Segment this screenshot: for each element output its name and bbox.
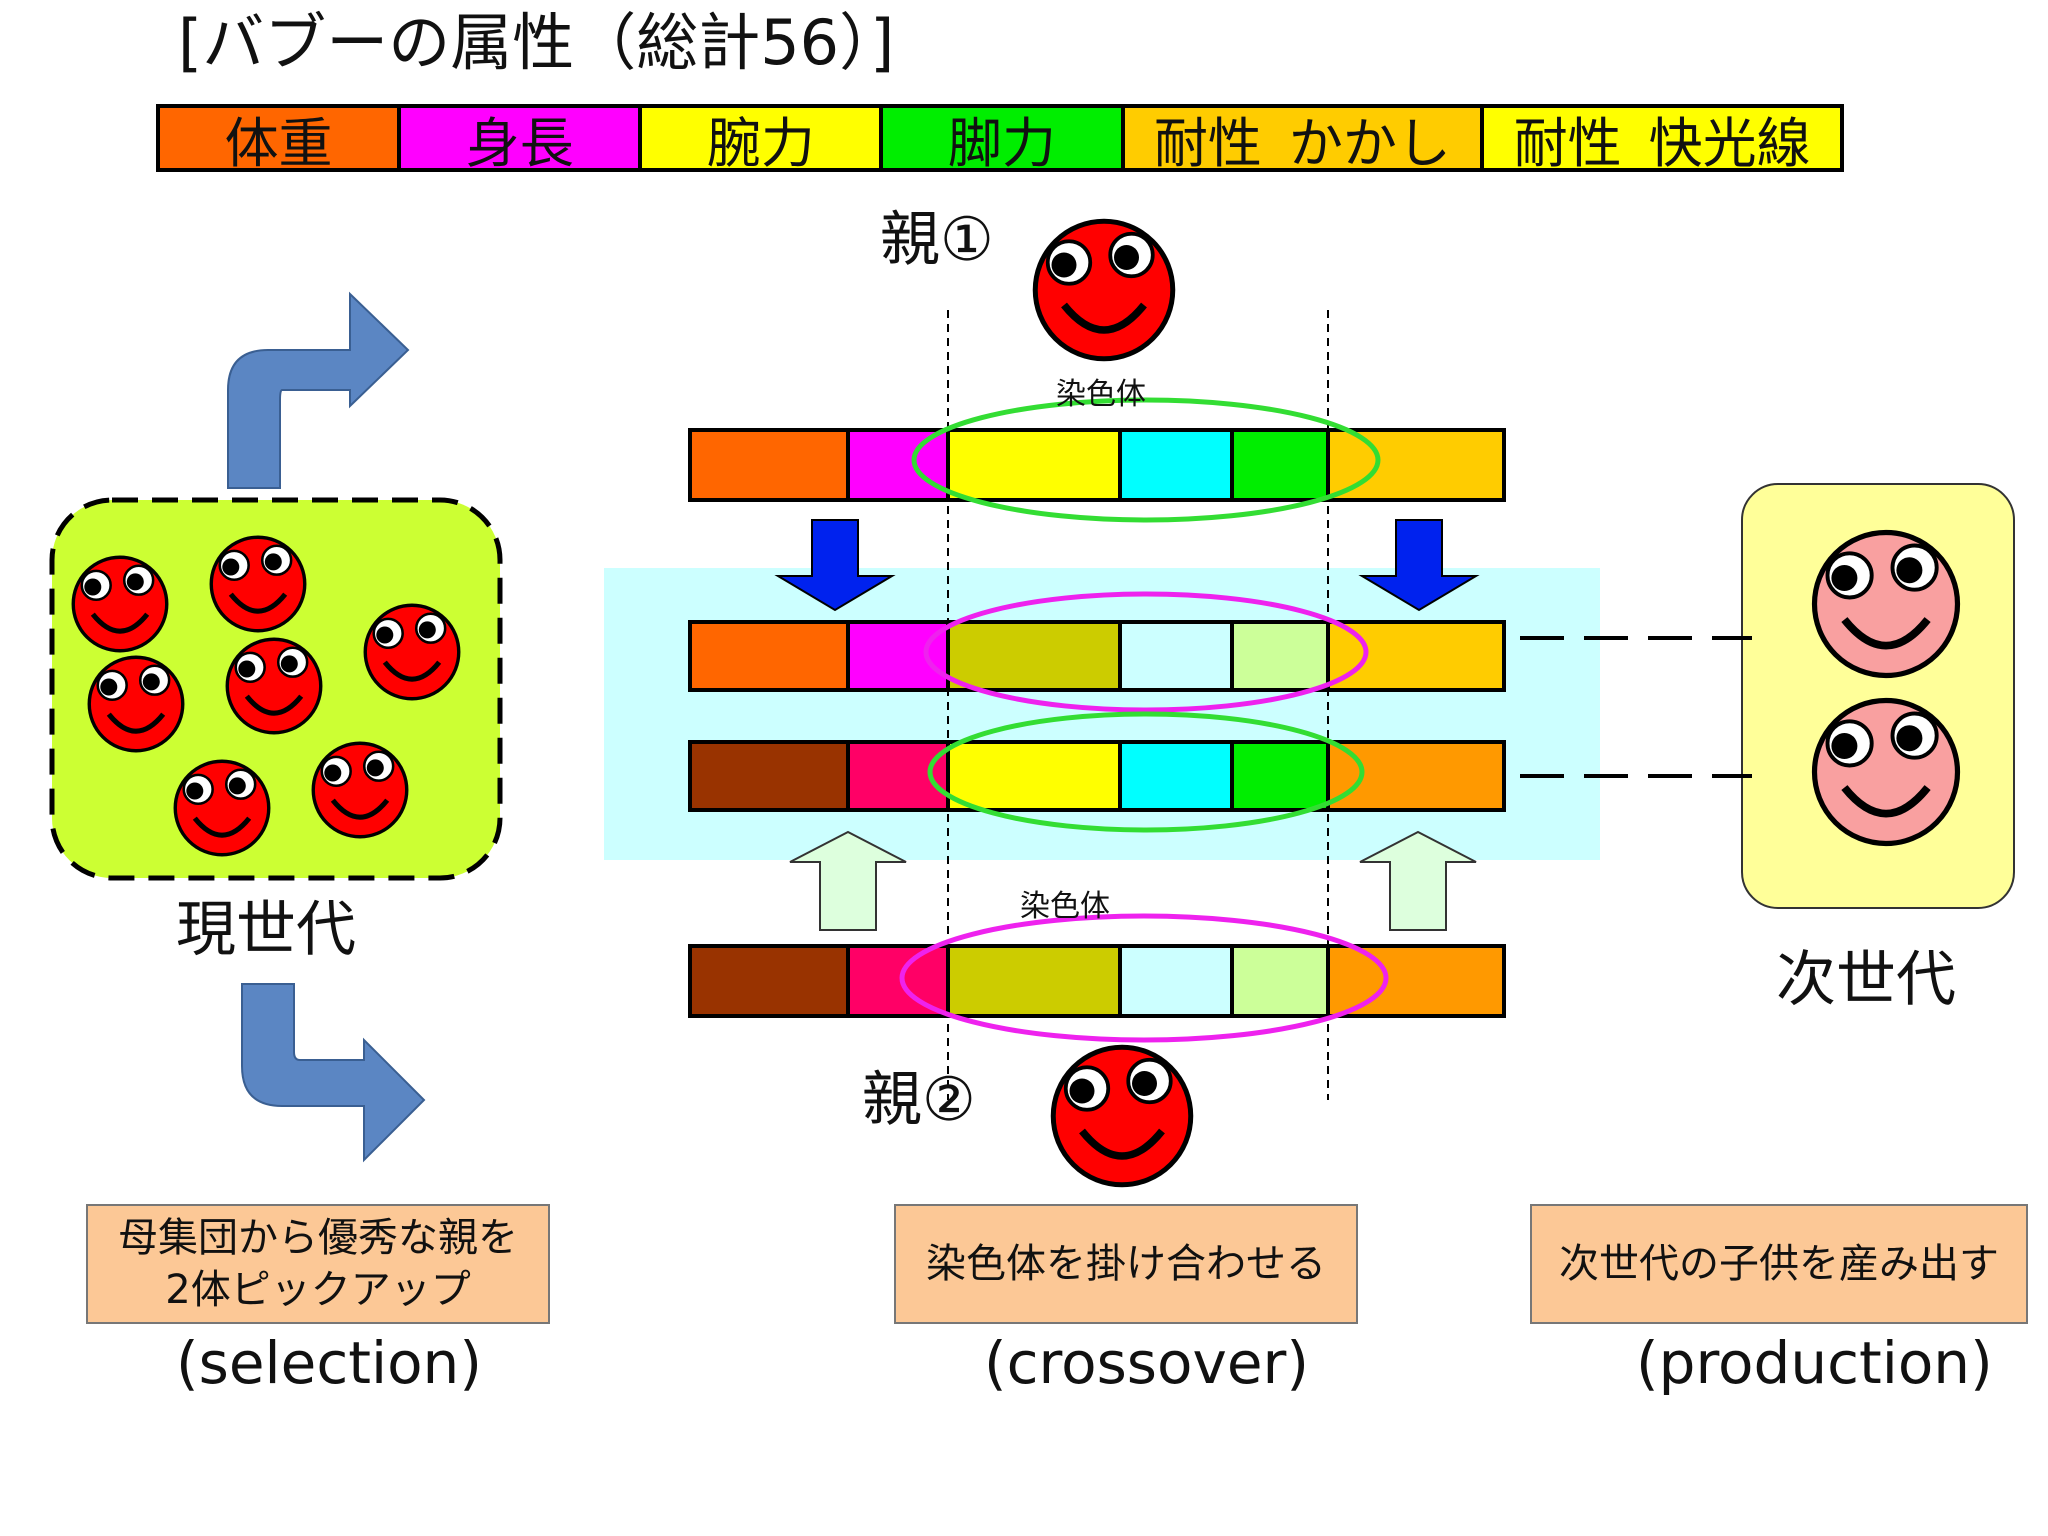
child-1-bubu-icon xyxy=(1811,529,1961,679)
production-description-box: 次世代の子供を産み出す xyxy=(1530,1204,2028,1324)
chromosome-label-top: 染色体 xyxy=(1056,377,1146,412)
selection-label: (selection) xyxy=(176,1329,482,1397)
bubu-icon xyxy=(71,555,169,653)
selection-ellipse-child-1 xyxy=(923,591,1369,713)
selection-arrow-down-icon xyxy=(241,983,426,1163)
inherit-arrow-up-left-icon xyxy=(789,830,907,931)
parent-2-label: 親② xyxy=(862,1065,976,1135)
bubu-icon xyxy=(87,655,185,753)
attribute-leg-strength: 脚力 xyxy=(883,108,1125,168)
chromosome-parent-2 xyxy=(688,944,1506,1018)
inherit-arrow-left-icon xyxy=(774,519,896,612)
bubu-icon xyxy=(173,759,271,857)
bubu-icon xyxy=(209,535,307,633)
selection-ellipse-parent-1 xyxy=(911,397,1381,523)
page-title: [バブーの属性（総計56）] xyxy=(178,6,895,79)
selection-description-line-1: 母集団から優秀な親を xyxy=(118,1215,518,1261)
attribute-arm-strength: 腕力 xyxy=(642,108,884,168)
chromosome-parent-1 xyxy=(688,428,1506,502)
attribute-weight: 体重 xyxy=(160,108,402,168)
attribute-resistance-scarecrow: 耐性_かかし xyxy=(1124,108,1485,168)
next-generation-label: 次世代 xyxy=(1776,945,1956,1015)
attribute-bar: 体重 身長 腕力 脚力 耐性_かかし 耐性_快光線 xyxy=(156,104,1844,172)
selection-ellipse-parent-2 xyxy=(899,913,1389,1043)
parent-1-bubu-icon xyxy=(1032,218,1176,362)
inherit-arrow-right-icon xyxy=(1358,519,1480,612)
production-label: (production) xyxy=(1636,1329,1993,1397)
selection-description-line-2: 2体ピックアップ xyxy=(165,1267,471,1313)
crossover-description-box: 染色体を掛け合わせる xyxy=(894,1204,1358,1324)
chromosome-child-2 xyxy=(688,740,1506,812)
parent-1-label: 親① xyxy=(880,205,994,275)
bubu-icon xyxy=(225,637,323,735)
inherit-arrow-up-right-icon xyxy=(1359,830,1477,931)
chromosome-label-bottom: 染色体 xyxy=(1020,889,1110,924)
bubu-icon xyxy=(311,741,409,839)
chromosome-child-1 xyxy=(688,620,1506,692)
selection-arrow-up-icon xyxy=(227,291,410,489)
parent-2-bubu-icon xyxy=(1050,1044,1194,1188)
selection-description-box: 母集団から優秀な親を 2体ピックアップ xyxy=(86,1204,550,1324)
selection-ellipse-child-2 xyxy=(927,711,1365,833)
attribute-height: 身長 xyxy=(401,108,643,168)
crossover-label: (crossover) xyxy=(984,1329,1309,1397)
current-generation-label: 現世代 xyxy=(176,895,356,965)
bubu-icon xyxy=(363,603,461,701)
child-2-bubu-icon xyxy=(1811,697,1961,847)
attribute-resistance-light-ray: 耐性_快光線 xyxy=(1484,108,1840,168)
